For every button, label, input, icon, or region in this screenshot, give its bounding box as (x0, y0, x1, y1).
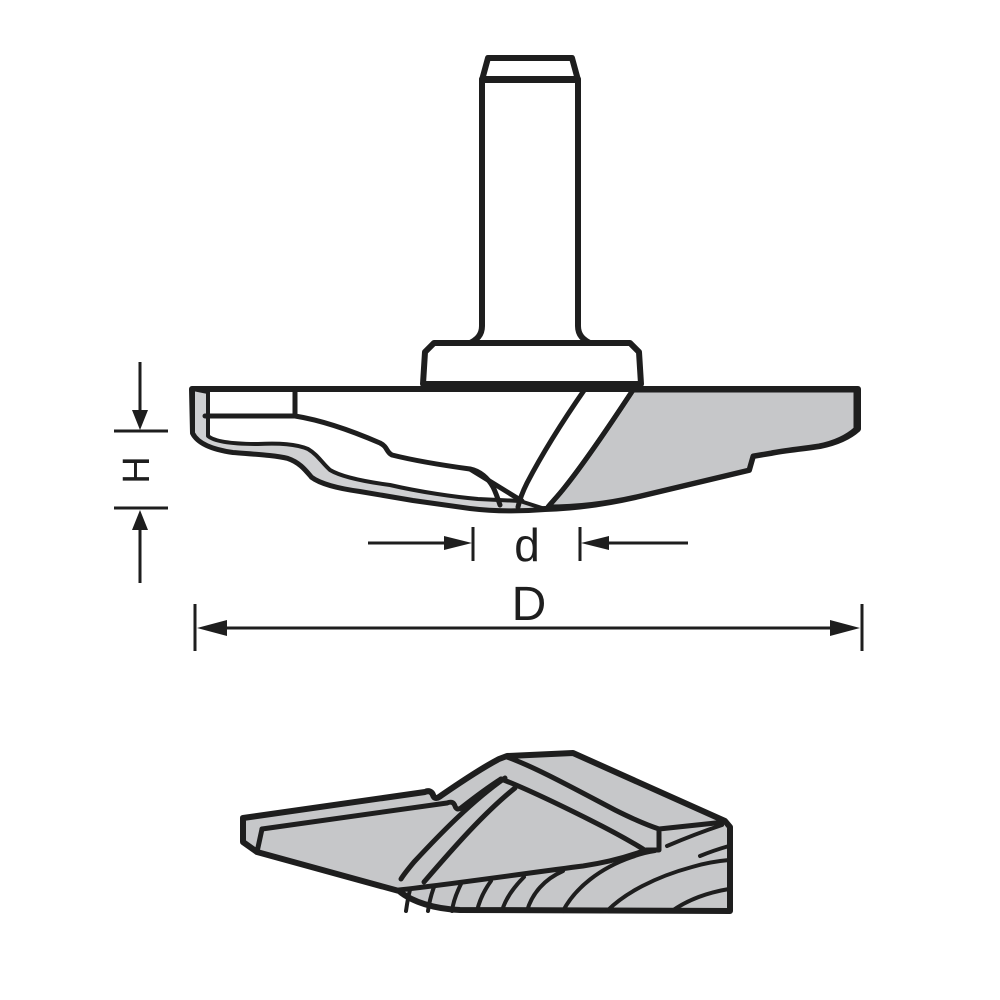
label-D: D (512, 578, 547, 631)
d-right-head (581, 536, 609, 550)
d-left-head (444, 536, 472, 550)
dimension-d: d (368, 519, 688, 571)
wood-silhouette (240, 750, 733, 914)
wood-profile-sample (240, 750, 733, 914)
shank (465, 55, 595, 347)
wood-end-face-edge (254, 826, 265, 855)
collar (420, 340, 644, 387)
label-H: H (116, 456, 158, 483)
wood-bevel-edge-right-2 (498, 776, 646, 852)
tip-facet-line (467, 466, 525, 504)
h-arrow-up-head (132, 510, 148, 530)
gullet-curve-front (515, 386, 588, 510)
D-right-head (830, 620, 860, 636)
label-d: d (514, 519, 540, 571)
wood-grain-lines (404, 823, 731, 913)
wood-grain-face-boundary (396, 819, 728, 893)
wood-tongue-arris (259, 776, 504, 832)
wood-bevel-edge-left-1 (398, 775, 508, 882)
wood-bevel-edge-right-1 (504, 754, 662, 832)
dimension-H: H (114, 362, 168, 583)
shank-top-chamfer (479, 55, 581, 83)
wood-bevel-edge-left-2 (421, 785, 518, 885)
flute-profile-line (292, 413, 503, 508)
cutter-body (189, 386, 861, 514)
shank-body (465, 76, 595, 347)
D-left-head (197, 620, 227, 636)
h-arrow-down-head (132, 410, 148, 430)
dimension-D: D (193, 578, 864, 651)
gullet-curve-back (545, 387, 636, 510)
